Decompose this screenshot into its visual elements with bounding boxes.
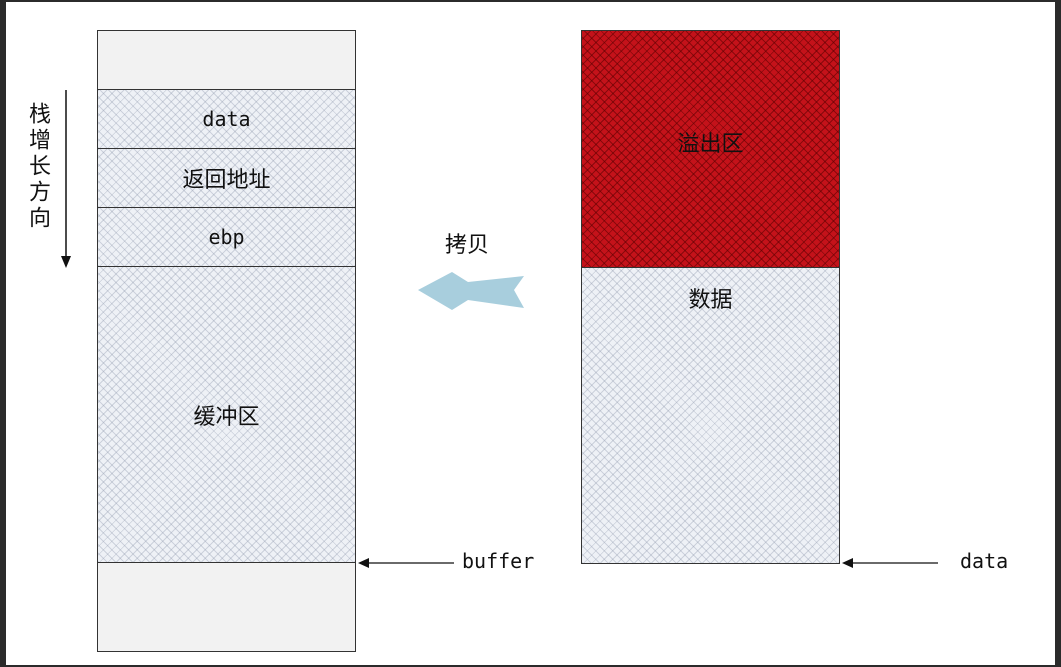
stack-cell-top [97, 30, 356, 90]
data-pointer-arrow [842, 558, 938, 568]
copy-arrow [418, 272, 524, 310]
stack-cell-data: data [97, 89, 356, 149]
overflow-region-label: 溢出区 [677, 132, 744, 157]
stack-cell-return-address-label: 返回地址 [182, 168, 271, 193]
stack-growth-text: 栈增长方向 [25, 102, 50, 232]
data-region-label: 数据 [688, 288, 733, 313]
buffer-pointer-label: buffer [462, 549, 535, 573]
stack-cell-buffer-label: 缓冲区 [193, 404, 260, 430]
stack-growth-arrow [61, 90, 71, 268]
buffer-pointer-arrow [358, 558, 454, 568]
diagram-canvas: 栈增长方向 data 返回地址 ebp 缓冲区 buffer 拷贝 溢出区 数据 [6, 2, 1055, 665]
data-pointer-label: data [960, 549, 1009, 573]
stack-cell-return-address: 返回地址 [97, 148, 356, 208]
stack-cell-data-label: data [202, 107, 251, 131]
overflow-region: 溢出区 [581, 30, 840, 268]
stack-cell-buffer: 缓冲区 [97, 266, 356, 563]
stack-growth-label: 栈增长方向 [22, 102, 50, 232]
stack-cell-ebp: ebp [97, 207, 356, 267]
stack-cell-bottom [97, 562, 356, 652]
stack-cell-ebp-label: ebp [208, 225, 245, 249]
copy-label: 拷贝 [445, 233, 490, 258]
data-region: 数据 [581, 267, 840, 564]
